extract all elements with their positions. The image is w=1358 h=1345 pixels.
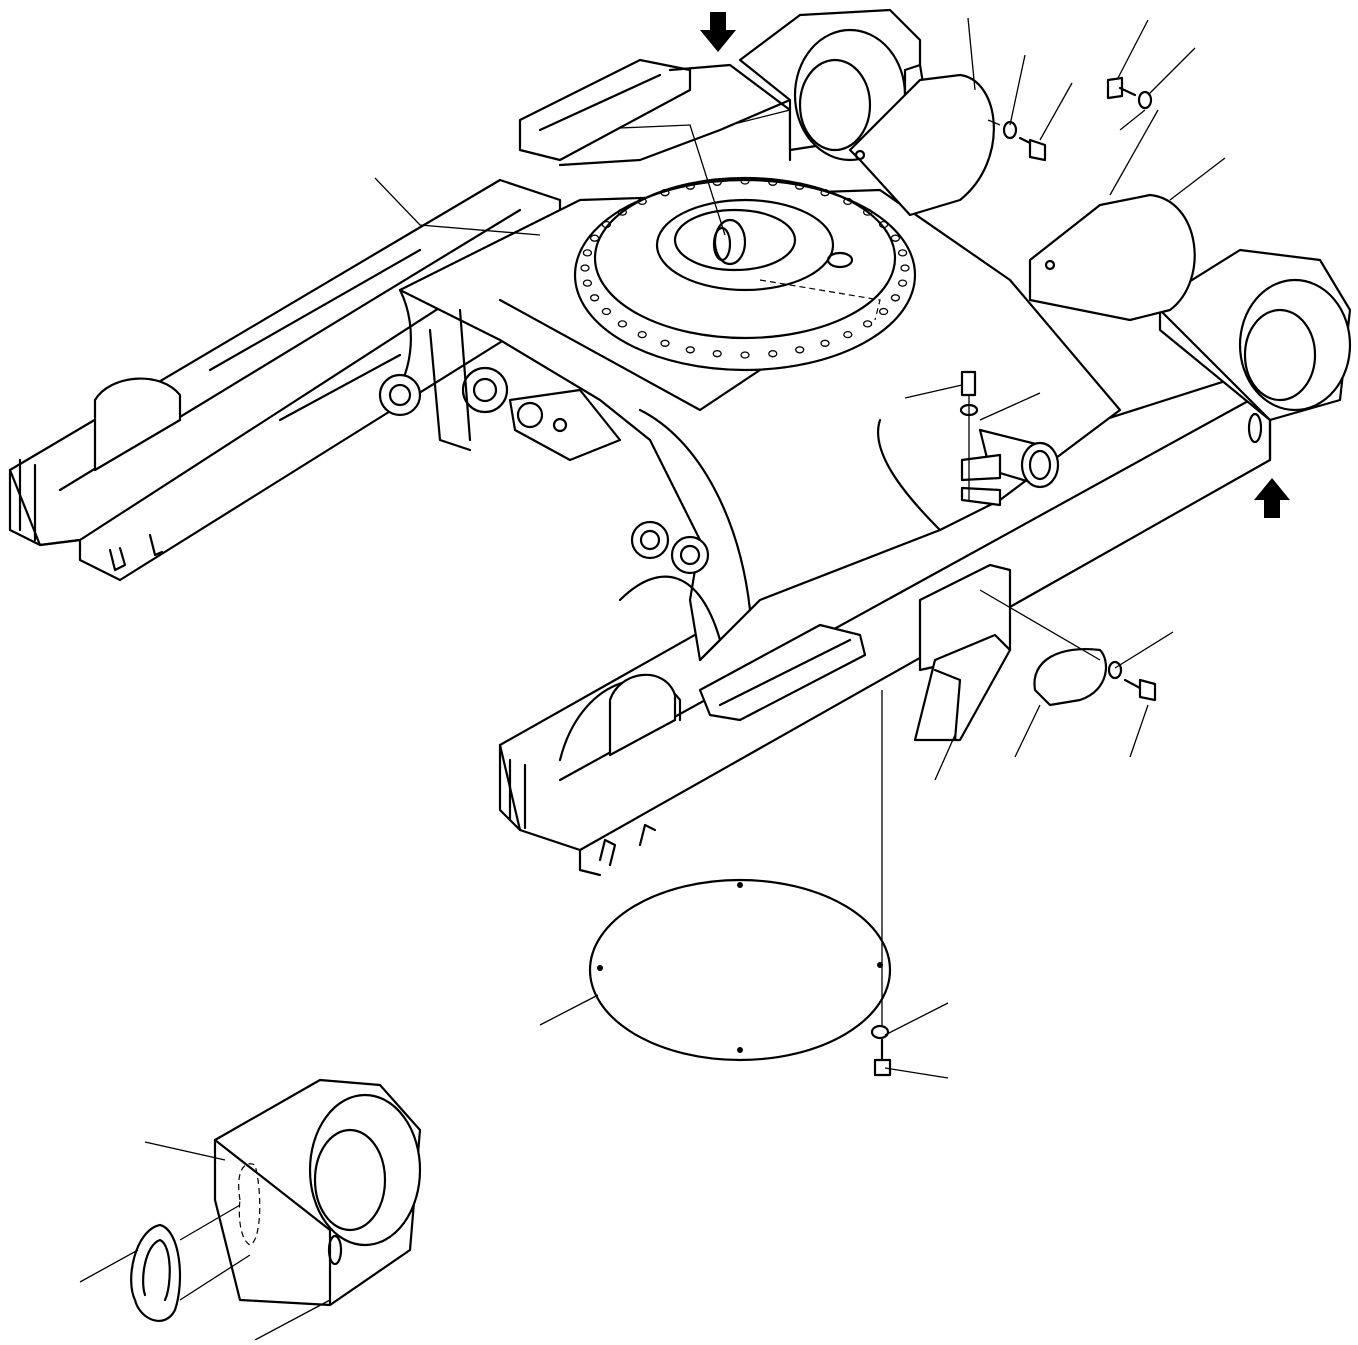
bolt-hole xyxy=(795,346,805,354)
bolt-hole xyxy=(589,234,600,242)
link-brackets xyxy=(378,308,710,575)
bolt-hole xyxy=(685,346,695,354)
idler-support-rear xyxy=(738,8,927,162)
top-guard xyxy=(518,58,792,167)
bolt-hole xyxy=(768,350,778,358)
bolt-hole xyxy=(712,350,722,358)
cover-plate-top xyxy=(848,73,995,217)
bolt-hole xyxy=(660,339,670,347)
arrow-up-icon xyxy=(1254,478,1290,518)
oval-cover xyxy=(1033,648,1108,707)
swing-circle xyxy=(573,176,917,372)
bolt-hole xyxy=(685,182,695,190)
track-guard-plate xyxy=(913,563,1012,742)
bolt-hole xyxy=(820,339,830,347)
bolt-hole xyxy=(637,330,647,339)
right-track-rail xyxy=(498,368,1272,877)
bolt-hole xyxy=(795,182,805,190)
bolt-hole xyxy=(900,264,910,272)
grease-cylinder xyxy=(959,370,1060,507)
bolt-hole xyxy=(637,197,647,206)
bolt-hole xyxy=(843,197,853,206)
bolt-hole xyxy=(820,189,830,197)
bolt-hole xyxy=(617,208,628,216)
bolt-hole xyxy=(601,307,612,316)
bolt-hole xyxy=(843,330,853,339)
bolt-hole xyxy=(878,307,889,316)
bottom-cover-disc xyxy=(588,878,892,1062)
bolt-hole xyxy=(589,294,600,302)
center-frame-body xyxy=(388,188,1122,662)
bolt-hole xyxy=(890,294,901,302)
bolt-hole xyxy=(580,264,590,272)
bolt-hole xyxy=(601,220,612,229)
inset-idler-detail xyxy=(130,1078,422,1322)
bolt-hole xyxy=(897,249,908,257)
arrow-down-icon xyxy=(700,12,736,52)
idler-support-front xyxy=(1158,248,1352,462)
bolt-hole xyxy=(862,320,873,328)
bolt-hole xyxy=(740,177,750,185)
bolt-hole xyxy=(582,279,593,287)
bolt-hole xyxy=(890,234,901,242)
bolt-hole xyxy=(617,320,628,328)
bolt-hole xyxy=(862,208,873,216)
bolt-hole xyxy=(897,279,908,287)
left-track-rail xyxy=(8,178,602,582)
bolt-hole xyxy=(582,249,593,257)
leader-lines xyxy=(79,17,1226,1341)
bolt-hole xyxy=(712,178,722,186)
bolt-hole xyxy=(878,220,889,229)
cover-plate-right xyxy=(1028,193,1196,322)
bolt-hole xyxy=(660,189,670,197)
bolts xyxy=(870,76,1157,1077)
bolt-hole xyxy=(768,178,778,186)
bolt-hole xyxy=(740,351,750,359)
